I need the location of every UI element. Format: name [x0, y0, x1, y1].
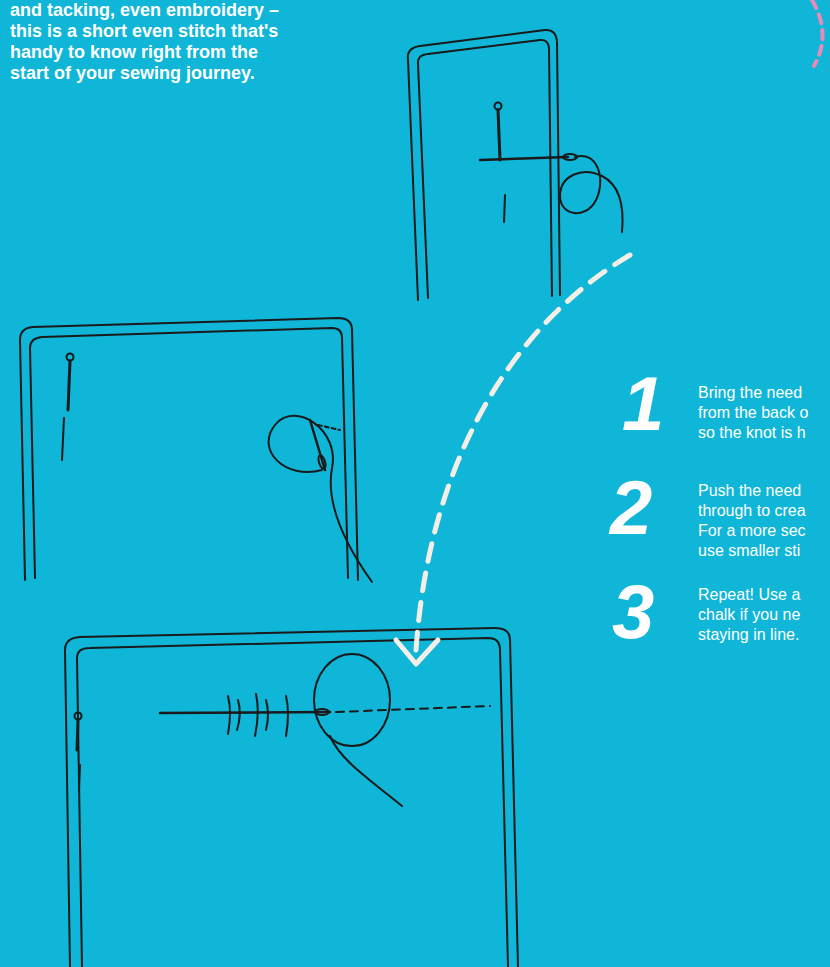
step-number: 3 — [612, 574, 682, 650]
step-text: Push the need through to crea For a more… — [698, 481, 824, 561]
step-number: 1 — [622, 366, 686, 442]
flow-arrow — [396, 255, 630, 664]
step-text: Repeat! Use a chalk if you ne staying in… — [698, 585, 824, 645]
step-text: Bring the need from the back o so the kn… — [698, 383, 824, 443]
pink-dashed-arc — [812, 0, 823, 66]
fabric-panel — [65, 628, 518, 967]
intro-text: and tacking, even embroidery – this is a… — [10, 0, 295, 84]
fabric-panel — [408, 30, 623, 300]
step-number: 2 — [610, 470, 680, 546]
fabric-panel — [20, 318, 372, 582]
